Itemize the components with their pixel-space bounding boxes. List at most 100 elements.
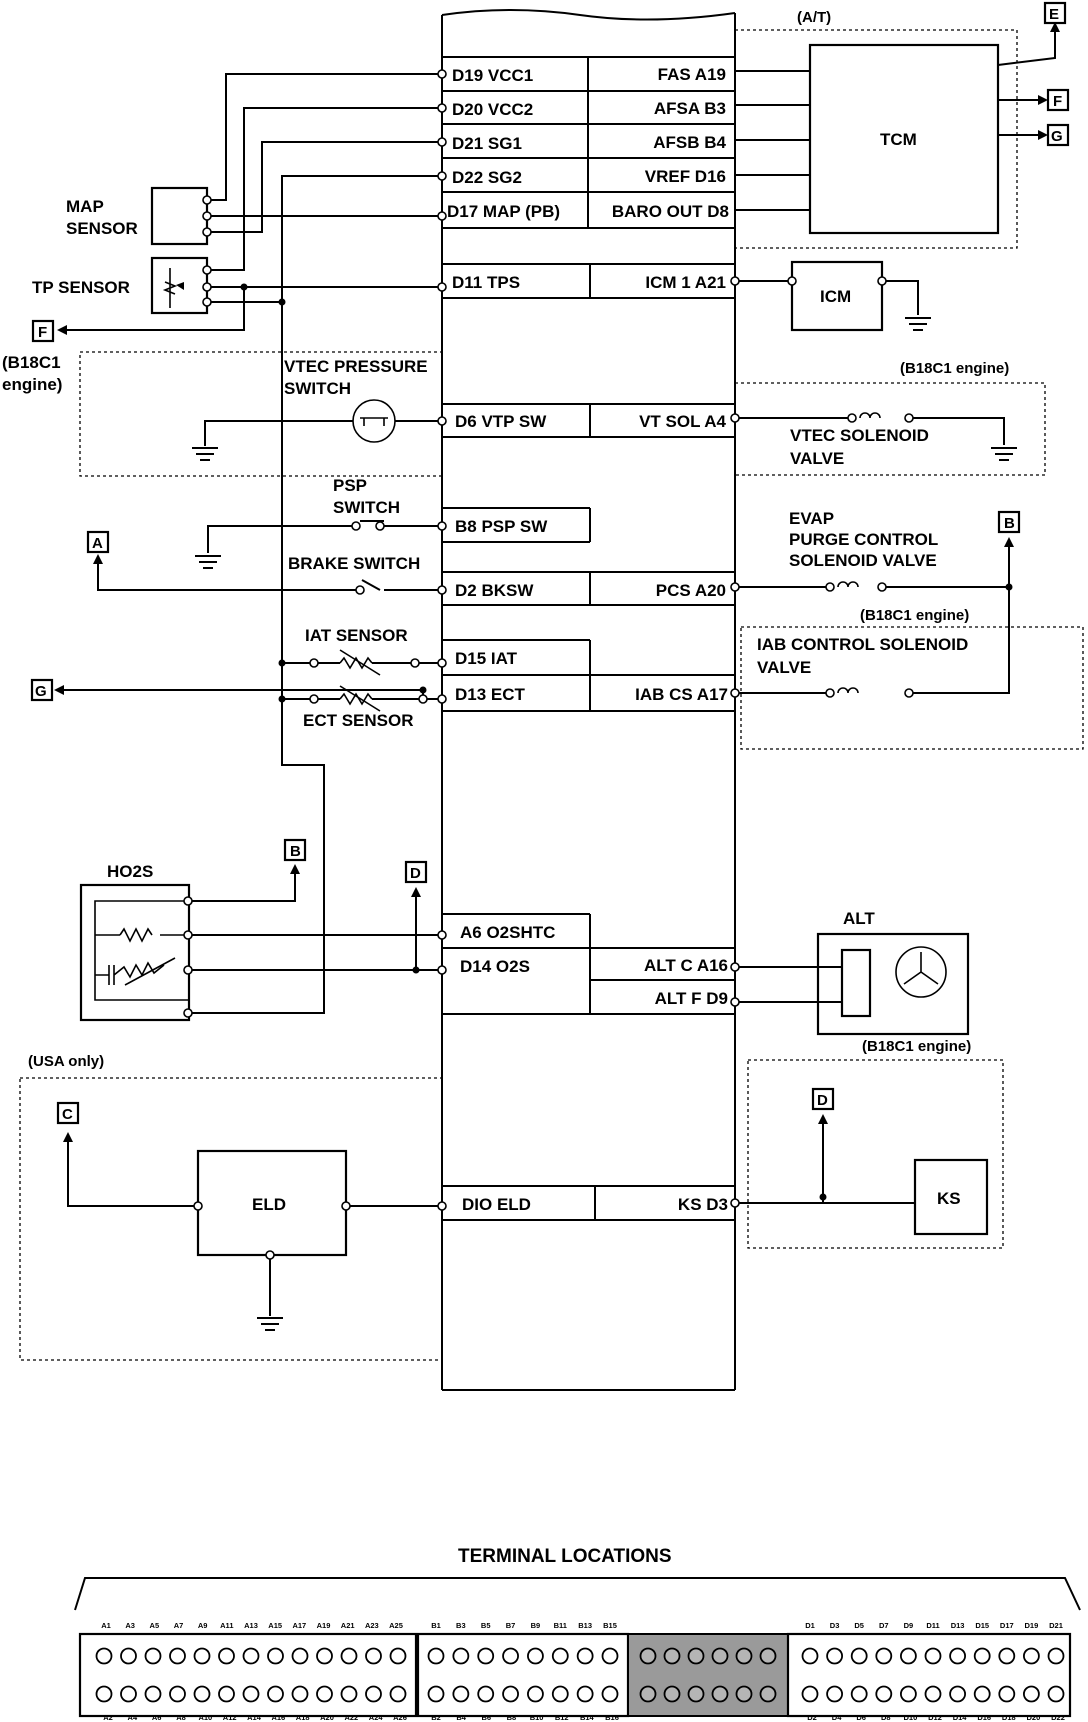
terminal-label-b3: B3 (456, 1621, 466, 1630)
svg-text:engine): engine) (2, 375, 62, 394)
terminal-pin (759, 1647, 777, 1665)
pin-d19-label: D19 VCC1 (452, 66, 533, 85)
pin-a21-label: ICM 1 A21 (645, 273, 726, 292)
pin-d21-label: D21 SG1 (452, 134, 522, 153)
terminal-label-a5: A5 (150, 1621, 160, 1630)
terminal-label-a17: A17 (292, 1621, 306, 1630)
terminal-label-d13: D13 (951, 1621, 965, 1630)
pin-d16-label: VREF D16 (645, 167, 726, 186)
pin-a19-label: FAS A19 (658, 65, 726, 84)
terminal-label-b10: B10 (530, 1713, 544, 1722)
terminal-label-a26: A26 (393, 1713, 407, 1722)
terminal-pins (95, 1647, 1065, 1703)
connector-f-tcm: F (1046, 88, 1070, 112)
svg-text:E: E (1049, 6, 1059, 23)
terminal-label-d15: D15 (975, 1621, 989, 1630)
terminal-pin (291, 1647, 309, 1665)
terminal-label-a24: A24 (369, 1713, 384, 1722)
terminal-label-d12: D12 (928, 1713, 942, 1722)
terminal-label-b8: B8 (507, 1713, 517, 1722)
terminal-label-a12: A12 (223, 1713, 237, 1722)
svg-text:D: D (410, 865, 421, 882)
connector-c: C (56, 1101, 80, 1125)
terminal-pin (144, 1647, 162, 1665)
pin-b3-label: AFSA B3 (654, 99, 726, 118)
terminal-label-d3: D3 (830, 1621, 840, 1630)
connector-d-ks: D (811, 1087, 835, 1111)
svg-text:VTEC PRESSURE: VTEC PRESSURE (284, 357, 428, 376)
connector-a: A (86, 530, 110, 554)
terminal-pin (242, 1647, 260, 1665)
terminal-pin (639, 1685, 657, 1703)
terminal-pin (316, 1685, 333, 1703)
svg-text:ECT SENSOR: ECT SENSOR (303, 711, 414, 730)
pin-a17-label: IAB CS A17 (635, 685, 728, 704)
svg-text:SENSOR: SENSOR (66, 219, 138, 238)
svg-text:(B18C1 engine): (B18C1 engine) (862, 1038, 971, 1055)
terminal-pin (340, 1647, 358, 1665)
connector-e: E (1043, 1, 1067, 25)
terminal-pin (316, 1647, 333, 1665)
terminal-pin (193, 1647, 211, 1665)
terminal-pin (452, 1685, 470, 1703)
pin-d17-label: D17 MAP (PB) (447, 202, 560, 221)
terminal-pin (850, 1685, 868, 1703)
pin-d14-label: D14 O2S (460, 957, 530, 976)
terminal-label-b7: B7 (506, 1621, 516, 1630)
terminal-pin (527, 1685, 544, 1703)
pin-d9-label: ALT F D9 (655, 989, 728, 1008)
sensor-supply-wires (57, 69, 447, 1014)
terminal-pin (1023, 1685, 1040, 1703)
terminal-label-d8: D8 (881, 1713, 891, 1722)
terminal-label-a14: A14 (247, 1713, 262, 1722)
alternator: ALT (B18C1 engine) (730, 909, 971, 1055)
map-sensor: MAP SENSOR (66, 186, 212, 246)
svg-text:HO2S: HO2S (107, 862, 153, 881)
terminal-pin (924, 1685, 942, 1703)
terminal-label-d18: D18 (1002, 1713, 1016, 1722)
vtec-pressure-switch: (B18C1 engine) VTEC PRESSURE SWITCH (2, 351, 447, 477)
terminal-pin (826, 1685, 843, 1703)
terminal-label-d9: D9 (904, 1621, 914, 1630)
terminal-pin (973, 1647, 991, 1665)
pin-a6-label: A6 O2SHTC (460, 923, 555, 942)
terminal-label-b5: B5 (481, 1621, 491, 1630)
pin-d22-label: D22 SG2 (452, 168, 522, 187)
terminal-pin (267, 1647, 284, 1665)
terminal-pin (389, 1685, 407, 1703)
svg-text:KS: KS (937, 1189, 961, 1208)
terminal-block-c-shaded (627, 1633, 789, 1717)
terminal-pin (427, 1685, 445, 1703)
pin-d10-label: DIO ELD (462, 1195, 531, 1214)
terminal-pin (801, 1685, 819, 1703)
pin-d8-label: BARO OUT D8 (612, 202, 729, 221)
svg-text:(B18C1 engine): (B18C1 engine) (860, 607, 969, 624)
terminal-pin (1047, 1685, 1065, 1703)
terminal-pin (973, 1685, 991, 1703)
terminal-label-d6: D6 (856, 1713, 866, 1722)
pin-d15-label: D15 IAT (455, 649, 518, 668)
evap-purge-valve: EVAP PURGE CONTROL SOLENOID VALVE (730, 509, 1014, 592)
svg-text:BRAKE SWITCH: BRAKE SWITCH (288, 554, 420, 573)
terminal-label-a1: A1 (101, 1621, 111, 1630)
terminal-label-a13: A13 (244, 1621, 258, 1630)
terminal-label-b1: B1 (431, 1621, 441, 1630)
pin-d3-label: KS D3 (678, 1195, 728, 1214)
connector-b-ho2s: B (283, 838, 307, 862)
svg-text:MAP: MAP (66, 197, 104, 216)
terminal-pin (144, 1685, 162, 1703)
terminal-pin (169, 1647, 186, 1665)
svg-text:ICM: ICM (820, 287, 851, 306)
terminal-pin (502, 1647, 519, 1665)
terminal-pin (95, 1685, 113, 1703)
terminal-pin (502, 1685, 519, 1703)
terminal-pin (875, 1647, 893, 1665)
psp-switch: PSP SWITCH (195, 476, 447, 569)
svg-text:B: B (1004, 515, 1015, 532)
terminal-pin (1047, 1647, 1065, 1665)
terminal-label-d2: D2 (807, 1713, 817, 1722)
terminal-label-d1: D1 (805, 1621, 815, 1630)
ecm-left-pin-labels: D19 VCC1 D20 VCC2 D21 SG1 D22 SG2 D17 MA… (447, 66, 560, 1214)
terminal-label-b14: B14 (580, 1713, 595, 1722)
terminal-pin (711, 1685, 729, 1703)
